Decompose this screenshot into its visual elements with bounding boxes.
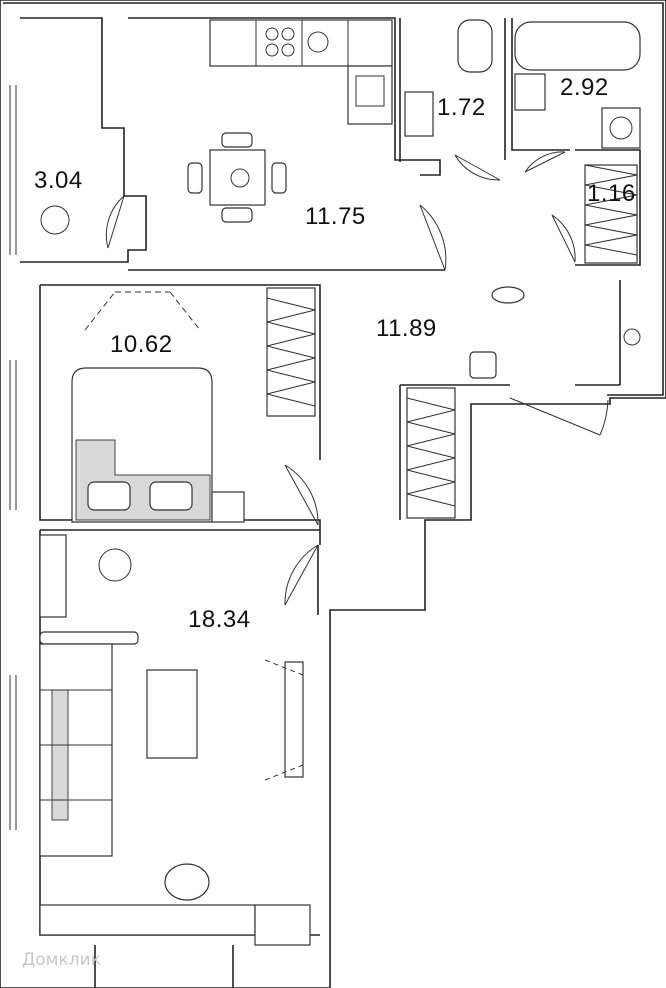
doors xyxy=(105,151,609,606)
toilet-area-label: 1.72 xyxy=(437,94,486,121)
bedroom-area-label: 10.62 xyxy=(110,331,173,358)
living-room-area-label: 18.34 xyxy=(188,606,251,633)
cat-icon xyxy=(491,286,525,304)
wardrobes xyxy=(39,164,638,618)
hallway-area-label: 11.89 xyxy=(376,315,437,342)
balcony-area-label: 3.04 xyxy=(34,167,83,194)
kitchen-furniture xyxy=(187,19,393,223)
floor-sensor-icon xyxy=(469,351,497,379)
plant-icons xyxy=(40,168,641,582)
bed xyxy=(71,291,245,523)
storage-area-label: 1.16 xyxy=(587,180,636,207)
bathroom-fixtures xyxy=(404,19,641,149)
bathroom-area-label: 2.92 xyxy=(560,74,609,101)
watermark: Домклик xyxy=(22,950,101,970)
kitchen-area-label: 11.75 xyxy=(305,203,366,230)
living-furniture xyxy=(39,631,311,946)
